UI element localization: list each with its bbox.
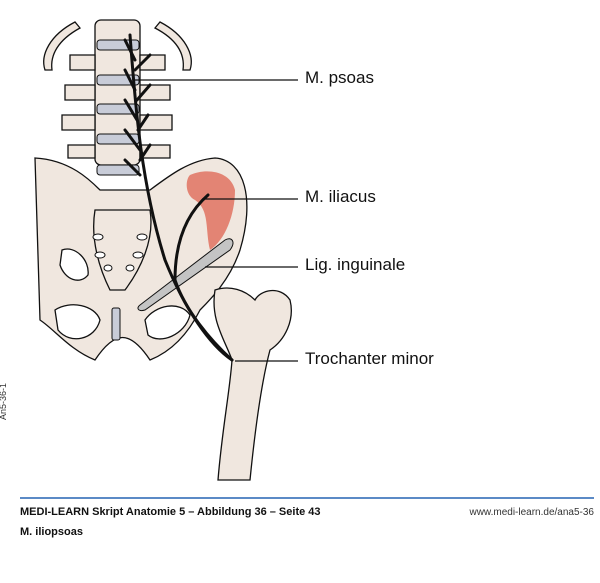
disc bbox=[111, 307, 121, 341]
inguinal-ligament bbox=[137, 238, 234, 311]
label-psoas: M. psoas bbox=[305, 68, 374, 87]
iliacus-tendon bbox=[173, 193, 234, 362]
footer-subtitle: M. iliopsoas bbox=[20, 526, 83, 538]
disc bbox=[96, 39, 140, 51]
disc bbox=[96, 164, 140, 176]
label-trochanter-minor: Trochanter minor bbox=[305, 349, 434, 368]
iliacus-muscle bbox=[186, 171, 235, 250]
footer-title: MEDI-LEARN Skript Anatomie 5 – Abbildung… bbox=[20, 506, 321, 518]
rib-left bbox=[43, 21, 82, 71]
femur bbox=[213, 287, 292, 481]
figure-code: An5-36-1 bbox=[0, 382, 8, 420]
iliopsoas-illustration bbox=[34, 19, 298, 481]
label-inguinal-ligament: Lig. inguinale bbox=[305, 255, 406, 274]
footer-divider bbox=[20, 497, 594, 499]
footer-url[interactable]: www.medi-learn.de/ana5-36 bbox=[469, 507, 594, 518]
rib-right bbox=[153, 21, 192, 71]
label-iliacus: M. iliacus bbox=[305, 187, 376, 206]
